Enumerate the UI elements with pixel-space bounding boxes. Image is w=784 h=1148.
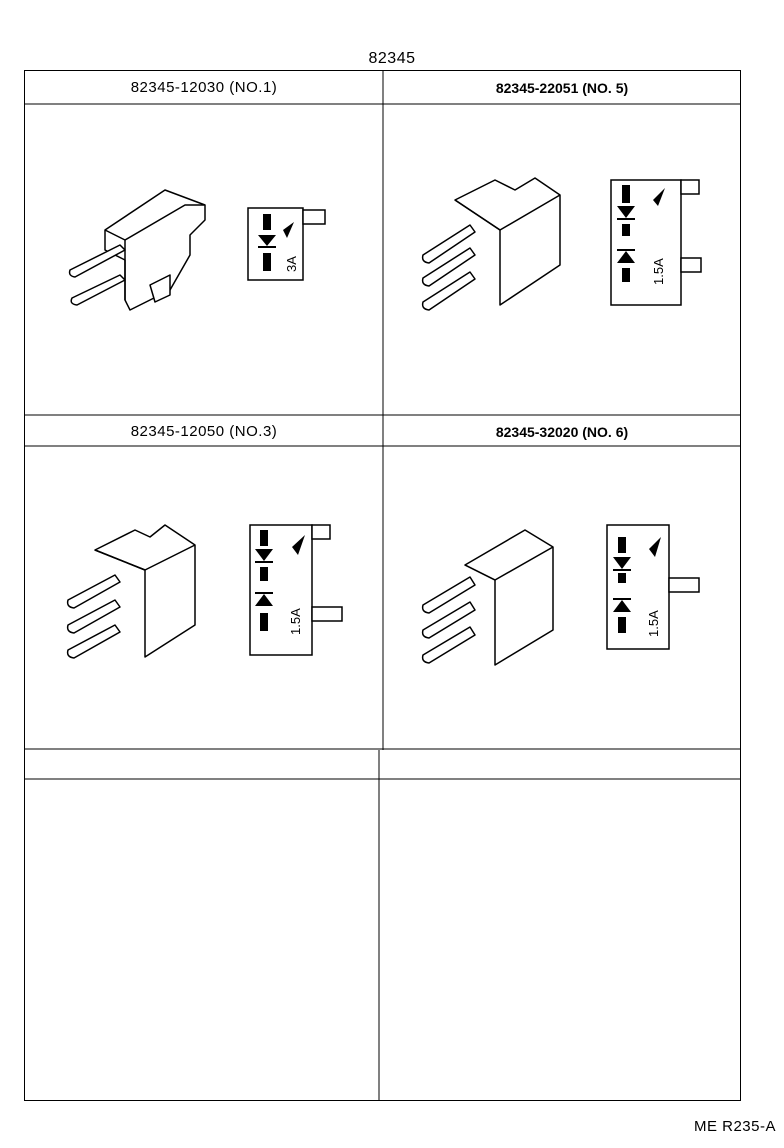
schematic-1 [247,207,326,281]
schematic-4 [606,524,700,650]
rating-label-4: 1.5A [646,610,661,637]
cell-header-4: 82345-32020 (NO. 6) [495,424,629,440]
rating-label-2: 1.5A [651,258,666,285]
rating-label-1: 3A [284,256,299,272]
page-title: 82345 [368,50,416,67]
connector-drawing-1: 3A [68,189,326,311]
connector-drawing-2: 1.5A [421,177,702,311]
cell-header-2: 82345-22051 (NO. 5) [495,80,629,96]
rating-label-3: 1.5A [288,608,303,635]
cell-header-3: 82345-12050 (NO.3) [130,423,278,440]
schematic-2 [610,179,702,306]
connector-drawing-4: 1.5A [421,524,700,666]
drawing-reference: ME R235-A [693,1118,776,1135]
connector-drawing-3: 1.5A [66,524,343,659]
schematic-3 [249,524,343,656]
cell-header-1: 82345-12030 (NO.1) [130,79,278,96]
